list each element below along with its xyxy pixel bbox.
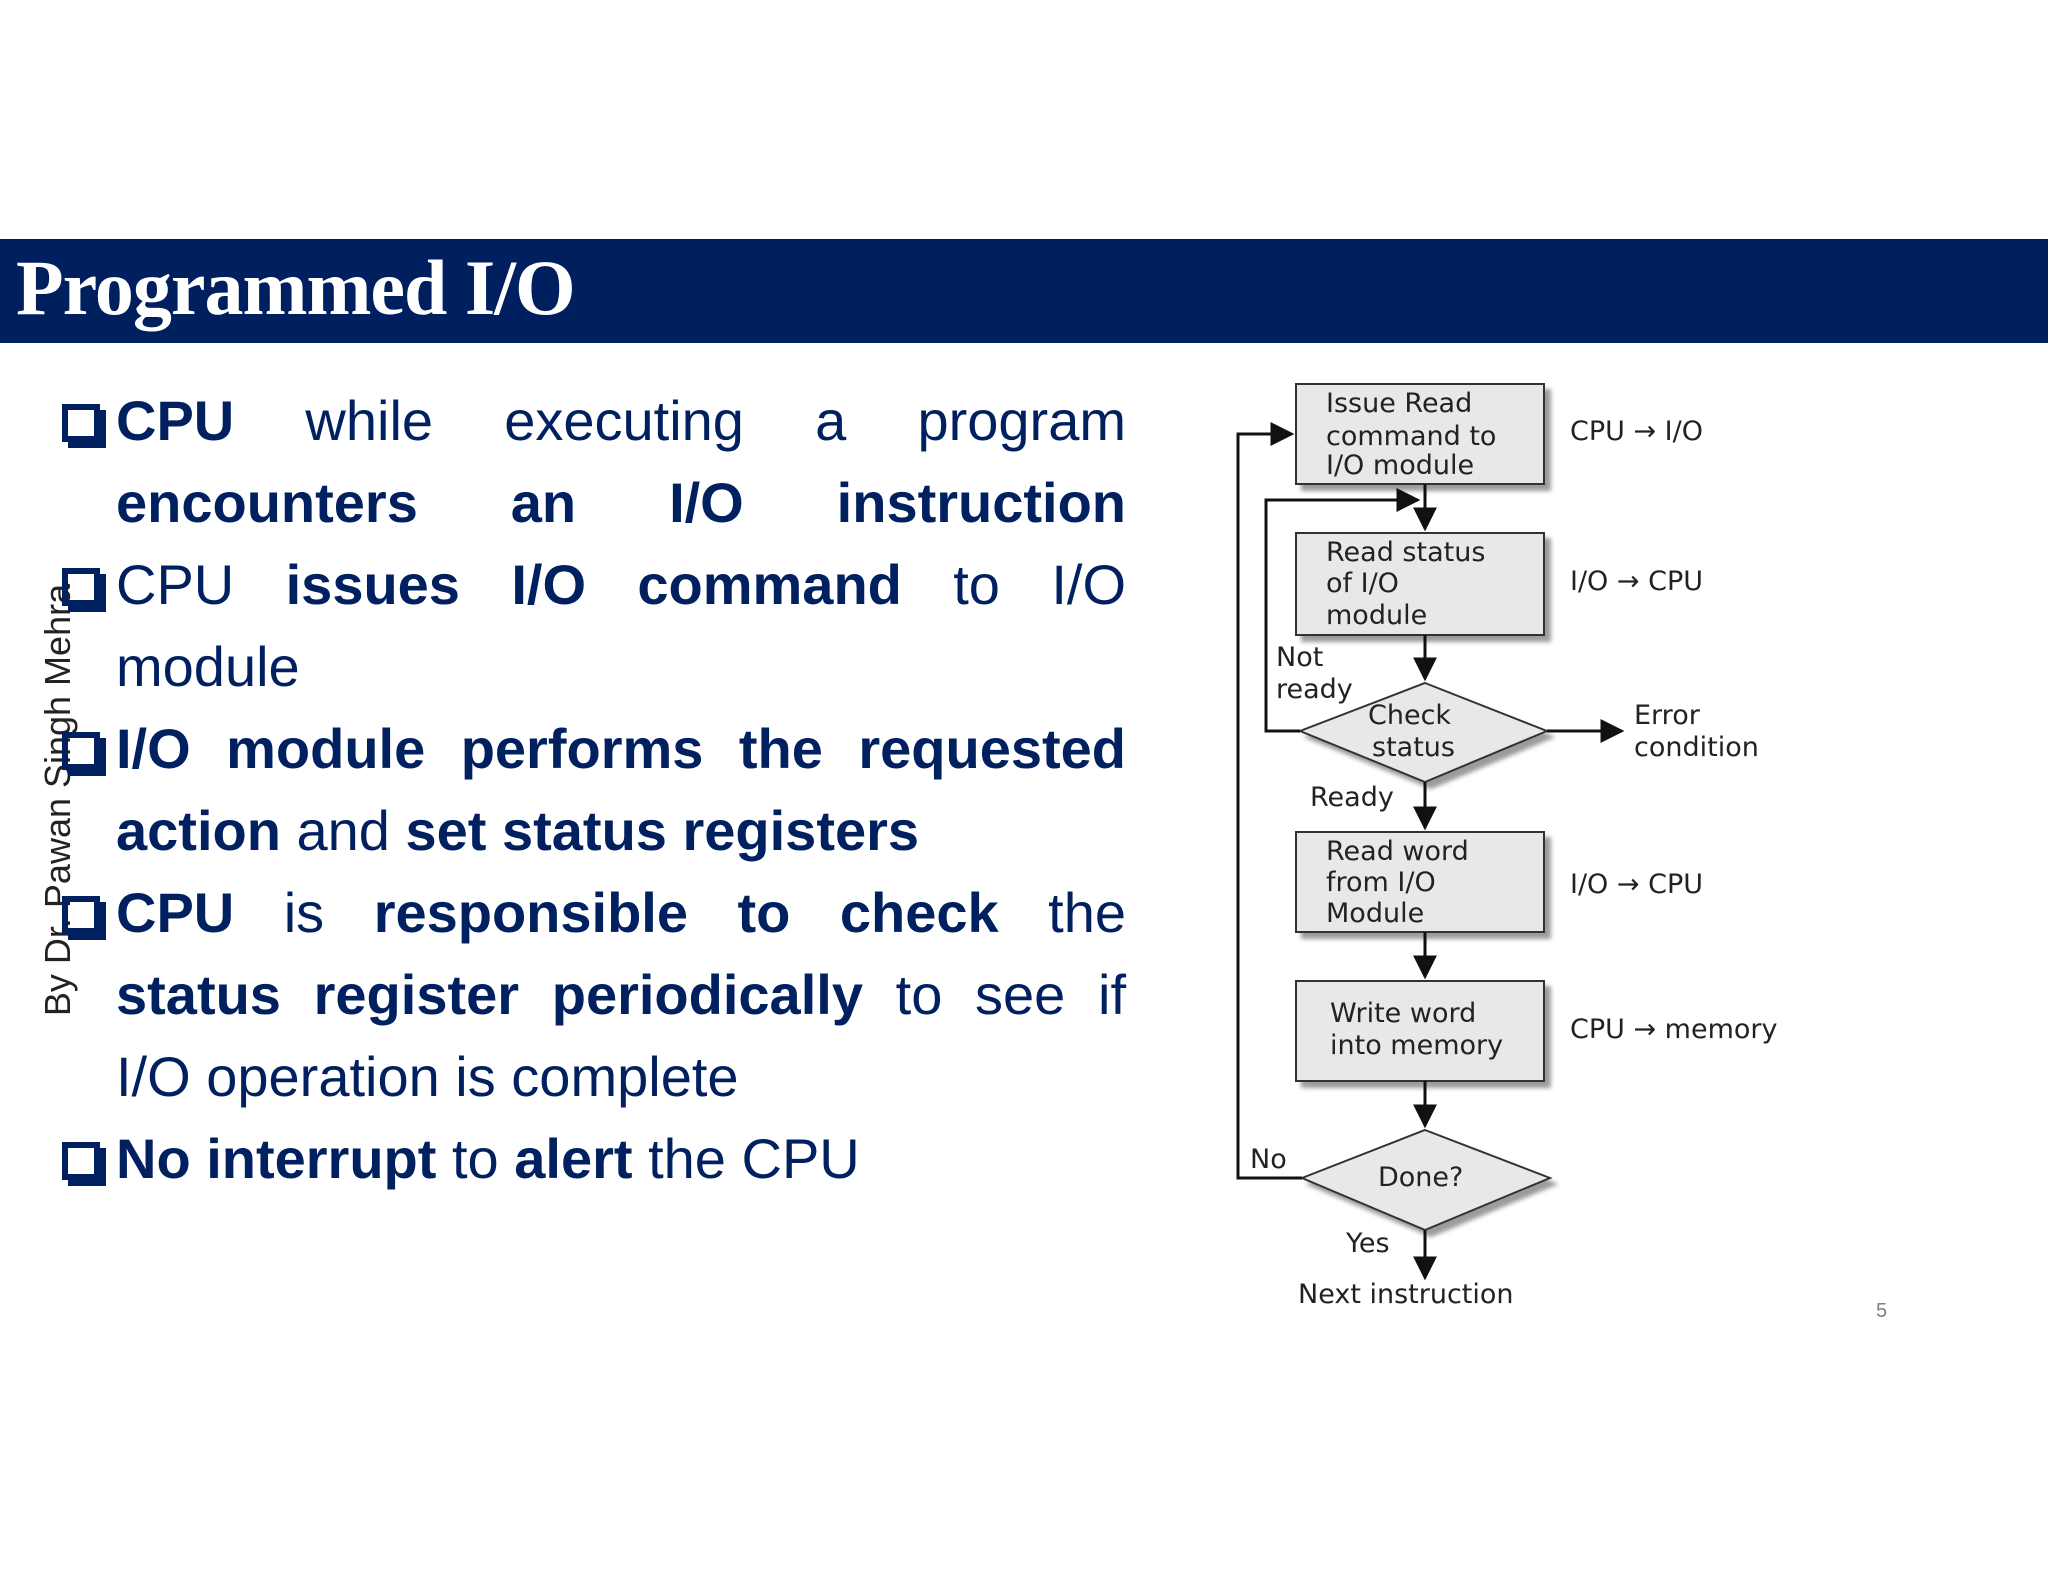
flow-box-write-word [1295,980,1545,1082]
flow-label-yes: Yes [1345,1228,1390,1259]
flow-box-issue-read [1295,383,1545,485]
flow-label-no: No [1250,1144,1287,1175]
flow-text: Done? [1378,1162,1463,1193]
flow-text: command to [1326,421,1496,452]
bullet-text: set status registers [405,799,920,862]
flow-label-ready: Ready [1310,782,1394,813]
bullet-text: is [234,881,374,944]
bullet-item: CPU issues I/O command to I/O module [58,544,1126,708]
flow-text: into memory [1330,1030,1503,1061]
flow-text: module [1326,600,1427,631]
bullet-text: CPU [116,389,235,452]
programmed-io-flowchart: Issue Read command to I/O module CPU → I… [1236,383,1778,1310]
bullet-item: CPU while executing a program encounters… [58,380,1126,544]
bullet-text: I/O module performs the requested action [116,717,1126,862]
bullet-text: the CPU [632,1127,860,1190]
checkbox-bullet-icon [62,404,100,442]
flow-text: status [1372,732,1455,763]
bullet-text: to [436,1127,515,1190]
flow-text: Module [1326,898,1424,929]
flow-text: from I/O [1326,867,1436,898]
flow-label-not-ready: ready [1276,674,1353,705]
checkbox-bullet-icon [62,896,100,934]
flow-text: Error [1634,700,1701,731]
flow-text-next-instruction: Next instruction [1298,1279,1514,1310]
page-number: 5 [1876,1300,1888,1322]
flow-connectors [1236,422,1625,1281]
checkbox-bullet-icon [62,568,100,606]
flow-text: condition [1634,732,1759,763]
bullet-list: CPU while executing a program encounters… [58,380,1126,1200]
flow-text: Check [1368,700,1451,731]
checkbox-bullet-icon [62,1142,100,1180]
bullet-item: I/O module performs the requested action… [58,708,1126,872]
title-bar [0,239,2048,343]
flow-arrow-no [1236,422,1302,1180]
flow-side-label: I/O → CPU [1570,869,1703,900]
flow-text: I/O module [1326,450,1474,481]
checkbox-bullet-icon [62,732,100,770]
bullet-text: to see if I/O operation is complete [116,963,1127,1108]
flow-text: Write word [1330,998,1476,1029]
bullet-item: CPU is responsible to check the status r… [58,872,1126,1118]
flow-text: Issue Read [1326,388,1472,419]
flow-text: Read word [1326,836,1469,867]
bullet-item: No interrupt to alert the CPU [58,1118,1126,1200]
bullet-text: No interrupt [116,1127,437,1190]
bullet-text: CPU [116,881,235,944]
bullet-text: to I/O module [116,553,1126,698]
flow-box-read-status [1295,532,1545,636]
flow-text: Read status [1326,537,1485,568]
bullet-text: issues I/O command [285,553,902,616]
bullet-text: the [998,881,1127,944]
bullet-text: responsible to check [373,881,999,944]
flow-arrow-not-ready [1264,488,1421,733]
flow-label-not-ready: Not [1276,642,1323,673]
bullet-text: encounters an I/O instruction [116,471,1126,534]
flow-side-label: I/O → CPU [1570,566,1703,597]
bullet-text: alert [514,1127,633,1190]
flow-box-read-word [1295,831,1545,933]
bullet-text: status register periodically [116,963,863,1026]
flow-side-label: CPU → memory [1570,1014,1778,1045]
slide-title: Programmed I/O [16,244,576,331]
bullet-text: while executing a program [234,389,1126,452]
bullet-text: CPU [116,553,286,616]
flow-side-label: CPU → I/O [1570,416,1703,447]
flow-text: of I/O [1326,568,1399,599]
bullet-text: and [280,799,406,862]
